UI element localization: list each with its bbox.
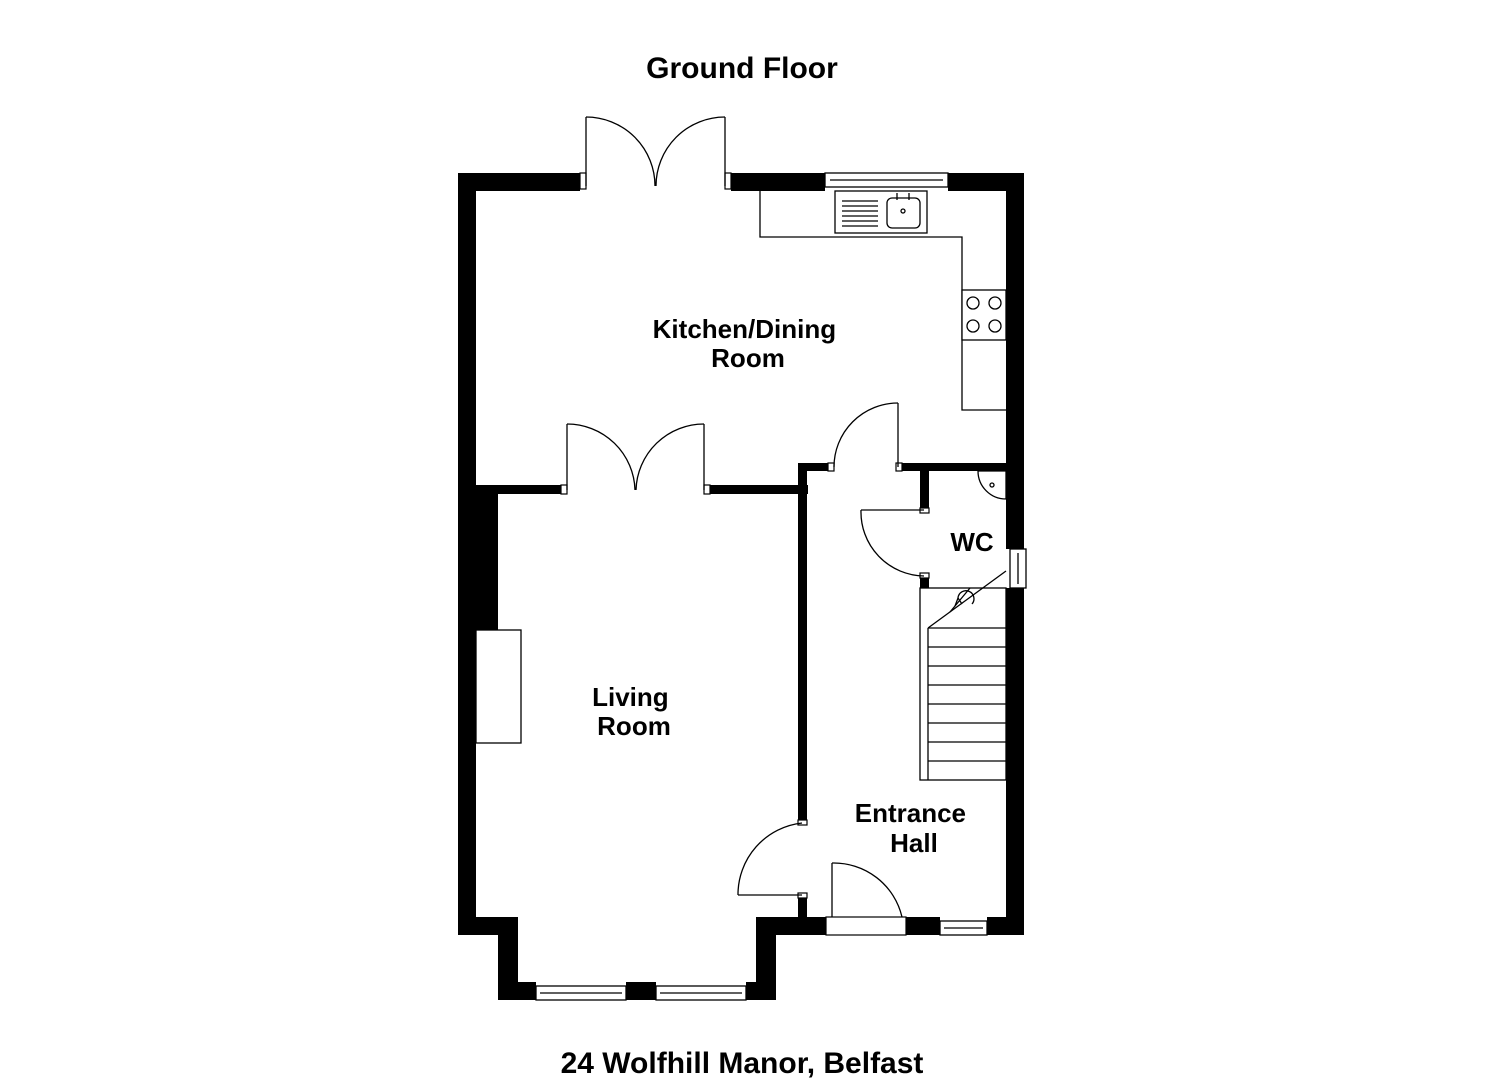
exterior-walls (458, 173, 1024, 1000)
bay-window-left (535, 985, 627, 1001)
wc-door (860, 507, 930, 579)
fireplace-hearth (475, 629, 522, 744)
floor-title: Ground Floor (646, 52, 838, 85)
hall-window (939, 920, 988, 936)
wc-window (1009, 548, 1027, 589)
bay-window-right (655, 985, 747, 1001)
kitchen-window (824, 172, 949, 188)
hob (961, 289, 1007, 341)
living-hall-door (737, 819, 808, 899)
living-french-doors (560, 423, 711, 495)
garden-french-doors (579, 116, 732, 190)
sink-drainer (834, 190, 928, 234)
room-label-entrance-hall: Entrance Hall (855, 798, 974, 858)
room-label-living-room: Living Room (592, 682, 676, 741)
property-address: 24 Wolfhill Manor, Belfast (561, 1047, 924, 1080)
wc-basin (977, 470, 1007, 500)
kitchen-hall-door (827, 402, 903, 472)
room-label-kitchen-dining: Kitchen/Dining Room (653, 314, 844, 373)
staircase (919, 570, 1007, 781)
kitchen-worktop (759, 191, 1006, 411)
room-label-wc: WC (950, 527, 994, 557)
front-door (825, 862, 907, 936)
